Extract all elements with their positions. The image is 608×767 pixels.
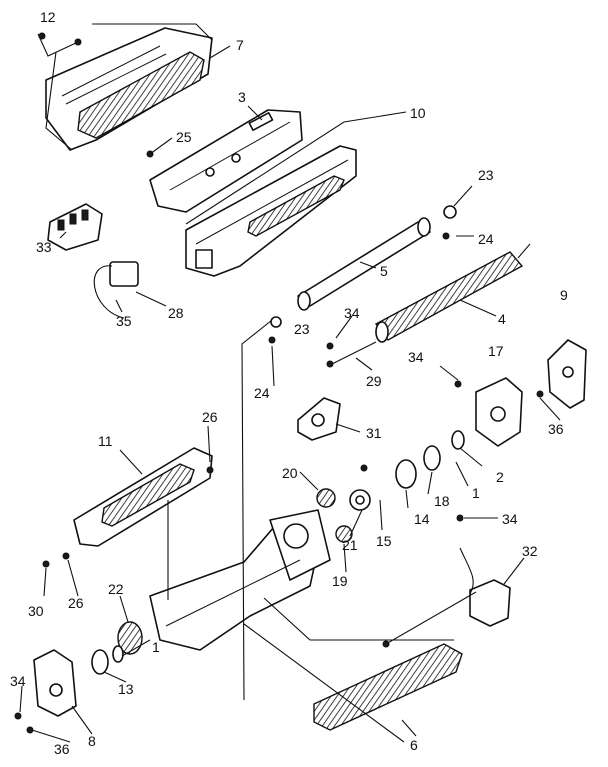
- part-9-end-bracket: [547, 339, 587, 409]
- callout-3: 3: [238, 89, 246, 105]
- part-28-sensor: [93, 261, 139, 319]
- part-22-bushing: [117, 621, 143, 655]
- part-29-shaft: [326, 341, 377, 368]
- callout-1-right: 1: [472, 485, 480, 501]
- callout-34-mid: 34: [502, 511, 518, 527]
- callout-30: 30: [28, 603, 44, 619]
- part-12-link: [37, 32, 82, 57]
- callout-14: 14: [414, 511, 430, 527]
- part-7-guide-plate: [45, 27, 213, 151]
- part-32-motor: [382, 547, 511, 648]
- callout-8: 8: [88, 733, 96, 749]
- callout-24-upper: 24: [478, 231, 494, 247]
- screws: [14, 150, 544, 734]
- leader-lines: [19, 45, 561, 743]
- callout-17: 17: [488, 343, 504, 359]
- part-8-left-bracket: [33, 649, 77, 717]
- callout-26-lower: 26: [68, 595, 84, 611]
- part-rings-right: [395, 430, 465, 489]
- part-31-bracket: [297, 397, 341, 441]
- main-chassis: [149, 509, 331, 651]
- callout-24-lower: 24: [254, 385, 270, 401]
- callout-28: 28: [168, 305, 184, 321]
- callout-32: 32: [522, 543, 538, 559]
- part-17-side-plate: [475, 377, 523, 447]
- callout-4: 4: [498, 311, 506, 327]
- callout-15: 15: [376, 533, 392, 549]
- part-13-spring: [91, 649, 109, 675]
- part-23-gear-lower: [268, 316, 282, 344]
- callout-36-right: 36: [548, 421, 564, 437]
- callout-21: 21: [342, 537, 358, 553]
- callout-26-upper: 26: [202, 409, 218, 425]
- callout-1-left: 1: [152, 639, 160, 655]
- callout-31: 31: [366, 425, 382, 441]
- callout-25: 25: [176, 129, 192, 145]
- part-21-gear: [349, 489, 371, 511]
- callout-12: 12: [40, 9, 56, 25]
- callout-5: 5: [380, 263, 388, 279]
- part-11-left-guide: [73, 447, 213, 547]
- callout-labels: 12 7 3 10 25 23 24 33 5 28 35 9 4 34 23 …: [10, 9, 568, 757]
- callout-13: 13: [118, 681, 134, 697]
- callout-23-upper: 23: [478, 167, 494, 183]
- callout-22: 22: [108, 581, 124, 597]
- callout-34-right: 34: [408, 349, 424, 365]
- callout-20: 20: [282, 465, 298, 481]
- callout-10: 10: [410, 105, 426, 121]
- callout-19: 19: [332, 573, 348, 589]
- part-3-frame: [149, 109, 303, 213]
- part-23-gear-upper: [442, 205, 457, 240]
- part-10-housing: [185, 145, 357, 277]
- callout-36-left: 36: [54, 741, 70, 757]
- callout-18: 18: [434, 493, 450, 509]
- callout-29: 29: [366, 373, 382, 389]
- callout-35: 35: [116, 313, 132, 329]
- part-19-gear: [335, 525, 353, 543]
- part-20-gear: [316, 488, 336, 508]
- part-4-fuser-roller: [374, 243, 531, 343]
- callout-2: 2: [496, 469, 504, 485]
- callout-6: 6: [410, 737, 418, 753]
- callout-33: 33: [36, 239, 52, 255]
- callout-34-upper: 34: [344, 305, 360, 321]
- callout-11: 11: [98, 433, 113, 449]
- callout-7: 7: [236, 37, 244, 53]
- callout-23-lower: 23: [294, 321, 310, 337]
- callout-34-left: 34: [10, 673, 26, 689]
- callout-9: 9: [560, 287, 568, 303]
- part-6-bottom-guide: [313, 643, 463, 731]
- part-33-connector: [47, 203, 103, 251]
- reference-lines: [45, 23, 454, 743]
- part-1-ring-left: [112, 645, 124, 663]
